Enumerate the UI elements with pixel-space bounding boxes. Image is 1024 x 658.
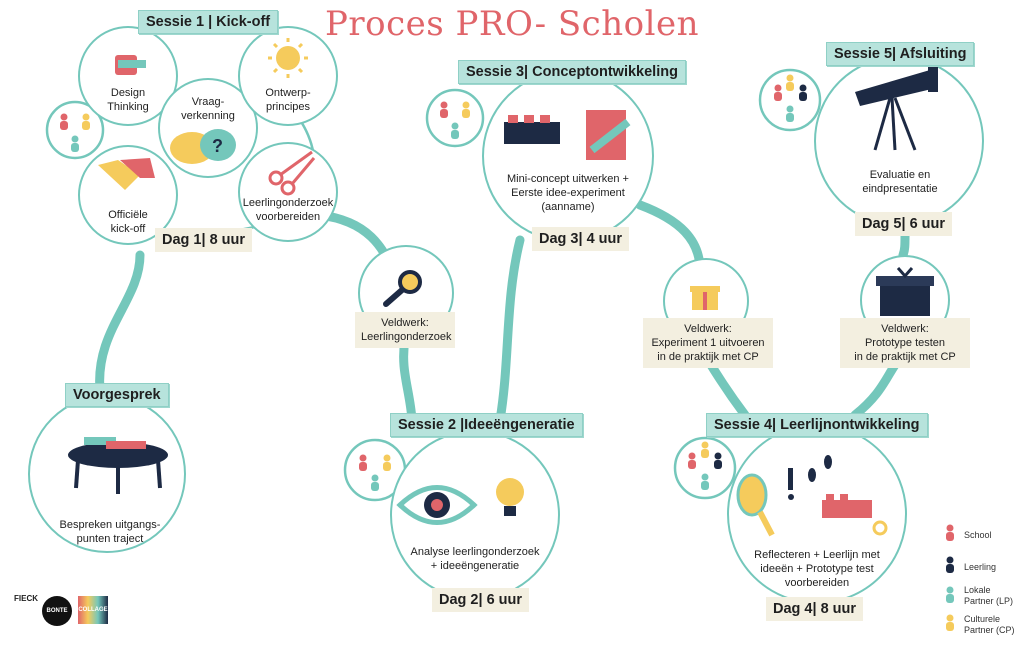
s3-header: Sessie 3| Conceptontwikkeling bbox=[458, 60, 686, 84]
veld2-label: Veldwerk: Experiment 1 uitvoeren in de p… bbox=[643, 318, 773, 368]
connector-veld1-s2 bbox=[399, 335, 417, 425]
s1-kickoff-label: Officiële kick-off bbox=[108, 209, 148, 235]
s4-header: Sessie 4| Leerlijnontwikkeling bbox=[706, 413, 928, 437]
veld1-label: Veldwerk: Leerlingonderzoek bbox=[355, 312, 455, 348]
legend-leerling: Leerling bbox=[964, 562, 997, 572]
s2-day: Dag 2| 6 uur bbox=[432, 588, 530, 612]
voorgesprek-header: Voorgesprek bbox=[65, 383, 169, 407]
s5-day: Dag 5| 6 uur bbox=[855, 212, 953, 236]
s2-circle bbox=[390, 430, 560, 600]
connector-s4-veld3 bbox=[850, 360, 900, 420]
s1-leerling-label: Leerlingonderzoek voorbereiden bbox=[242, 197, 334, 223]
connector-voorgesprek-s1 bbox=[95, 250, 145, 395]
connector-veld2-s4 bbox=[703, 355, 750, 420]
s1-day: Dag 1| 8 uur bbox=[155, 228, 253, 252]
logo-collage: COLLAGE bbox=[78, 596, 108, 624]
s2-header: Sessie 2 |Ideeëngeneratie bbox=[390, 413, 583, 437]
logo-fieck: FIECK bbox=[14, 594, 38, 603]
veld3-label: Veldwerk: Prototype testen in de praktij… bbox=[840, 318, 970, 368]
legend-school: School bbox=[964, 530, 992, 540]
connector-veld3-s5 bbox=[898, 230, 910, 260]
s4-day: Dag 4| 8 uur bbox=[766, 597, 864, 621]
page-title: Proces PRO- Scholen bbox=[324, 4, 699, 44]
s2-text: Analyse leerlingonderzoek + ideeëngenera… bbox=[410, 546, 540, 572]
voorgesprek-text: Bespreken uitgangs- punten traject bbox=[59, 519, 161, 545]
s1-leerling-circle bbox=[238, 142, 338, 242]
legend-lp: Lokale Partner (LP) bbox=[964, 585, 1014, 606]
s1-header: Sessie 1 | Kick-off bbox=[138, 10, 279, 34]
s1-vraag-label: Vraag- verkenning bbox=[181, 96, 235, 122]
s3-day: Dag 3| 4 uur bbox=[532, 227, 630, 251]
legend-cp: Culturele Partner (CP) bbox=[964, 614, 1015, 635]
s1-design-circle bbox=[78, 26, 178, 126]
s3-circle bbox=[482, 70, 654, 242]
s5-header: Sessie 5| Afsluiting bbox=[826, 42, 975, 66]
s5-circle bbox=[814, 56, 984, 226]
s1-ontwerp-label: Ontwerp- principes bbox=[265, 87, 311, 113]
logo-bonte-hond: BONTE HOND bbox=[42, 596, 72, 644]
s4-text: Reflecteren + Leerlijn met ideeën + Prot… bbox=[754, 549, 880, 589]
s3-text: Mini-concept uitwerken + Eerste idee-exp… bbox=[507, 173, 629, 213]
connector-s2-s3 bbox=[495, 235, 525, 425]
s1-design-label: Design Thinking bbox=[107, 87, 149, 113]
s5-text: Evaluatie en eindpresentatie bbox=[862, 169, 938, 195]
